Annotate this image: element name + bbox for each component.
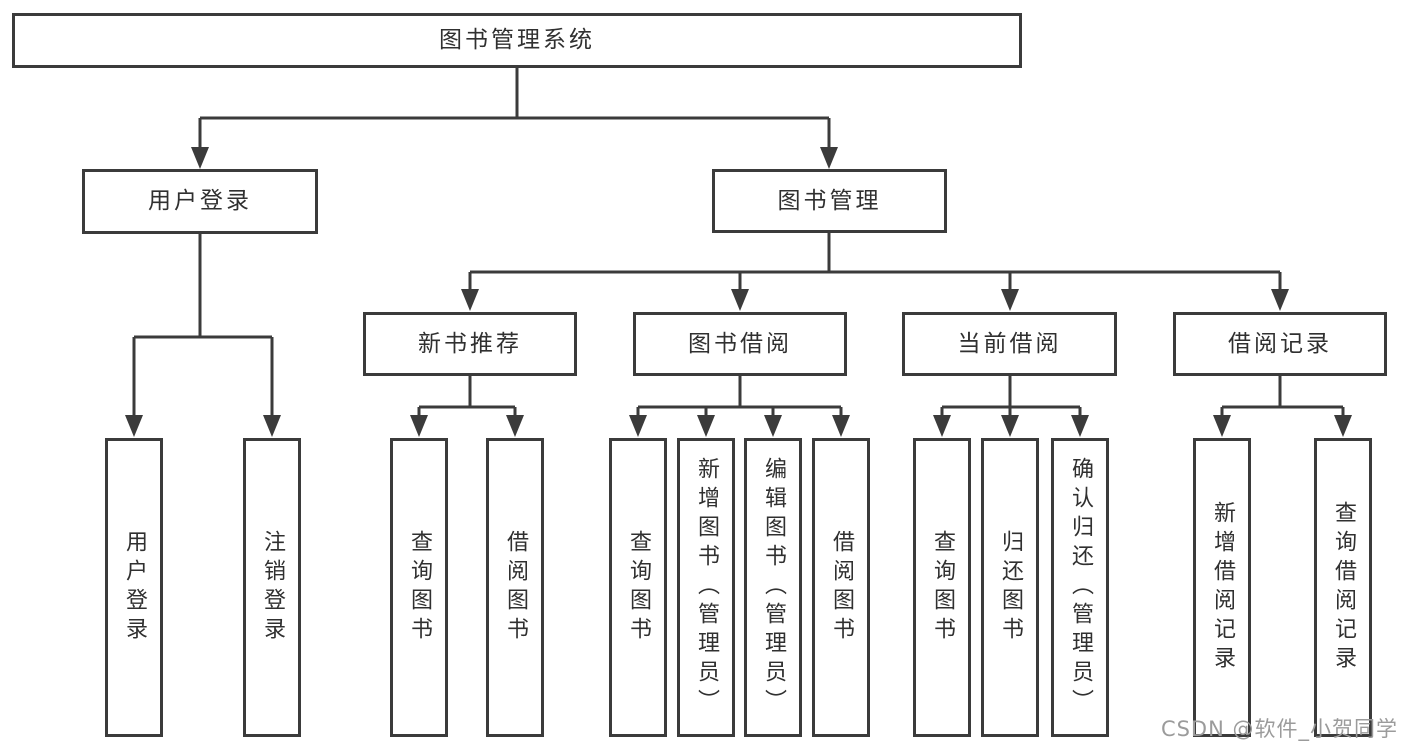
leaf-label: 注销登录	[260, 529, 285, 646]
leaf-add-borrow-record: 新增借阅记录	[1193, 438, 1251, 737]
node-label: 图书借阅	[688, 330, 792, 357]
leaf-borrow-books: 借阅图书	[812, 438, 870, 737]
leaf-label: 查询图书	[930, 529, 955, 646]
csdn-watermark: CSDN @软件_小贺同学	[1160, 717, 1398, 741]
node-label: 当前借阅	[957, 330, 1062, 357]
node-library-management-system: 图书管理系统	[12, 13, 1022, 68]
leaf-label: 新增借阅记录	[1210, 500, 1235, 675]
node-label: 借阅记录	[1228, 330, 1332, 357]
leaf-label: 借阅图书	[829, 529, 854, 646]
node-book-borrowing: 图书借阅	[633, 312, 847, 376]
leaf-query-books: 查询图书	[913, 438, 971, 737]
node-user-login: 用户登录	[82, 169, 318, 234]
leaf-query-borrow-record: 查询借阅记录	[1314, 438, 1372, 737]
leaf-return-books: 归还图书	[981, 438, 1039, 737]
leaf-label: 编辑图书（管理员）	[761, 457, 786, 718]
leaf-label: 新增图书（管理员）	[694, 457, 719, 718]
leaf-label: 用户登录	[122, 529, 147, 646]
node-label: 用户登录	[148, 188, 252, 214]
leaf-add-books-admin: 新增图书（管理员）	[677, 438, 735, 737]
leaf-query-books: 查询图书	[609, 438, 667, 737]
leaf-label: 确认归还（管理员）	[1068, 457, 1093, 718]
node-new-book-recommendation: 新书推荐	[363, 312, 577, 376]
leaf-label: 归还图书	[998, 529, 1023, 646]
leaf-edit-books-admin: 编辑图书（管理员）	[744, 438, 802, 737]
leaf-label: 查询图书	[626, 529, 651, 646]
leaf-borrow-books: 借阅图书	[486, 438, 544, 737]
node-book-management: 图书管理	[712, 169, 947, 233]
leaf-logout: 注销登录	[243, 438, 301, 737]
node-label: 图书管理系统	[439, 27, 595, 53]
node-borrowing-records: 借阅记录	[1173, 312, 1387, 376]
node-current-borrowing: 当前借阅	[902, 312, 1117, 376]
leaf-user-login: 用户登录	[105, 438, 163, 737]
node-label: 图书管理	[777, 187, 882, 214]
leaf-label: 查询图书	[407, 529, 432, 646]
leaf-confirm-return-admin: 确认归还（管理员）	[1051, 438, 1109, 737]
node-label: 新书推荐	[418, 330, 522, 357]
leaf-query-books: 查询图书	[390, 438, 448, 737]
leaf-label: 查询借阅记录	[1331, 500, 1356, 675]
leaf-label: 借阅图书	[503, 529, 528, 646]
